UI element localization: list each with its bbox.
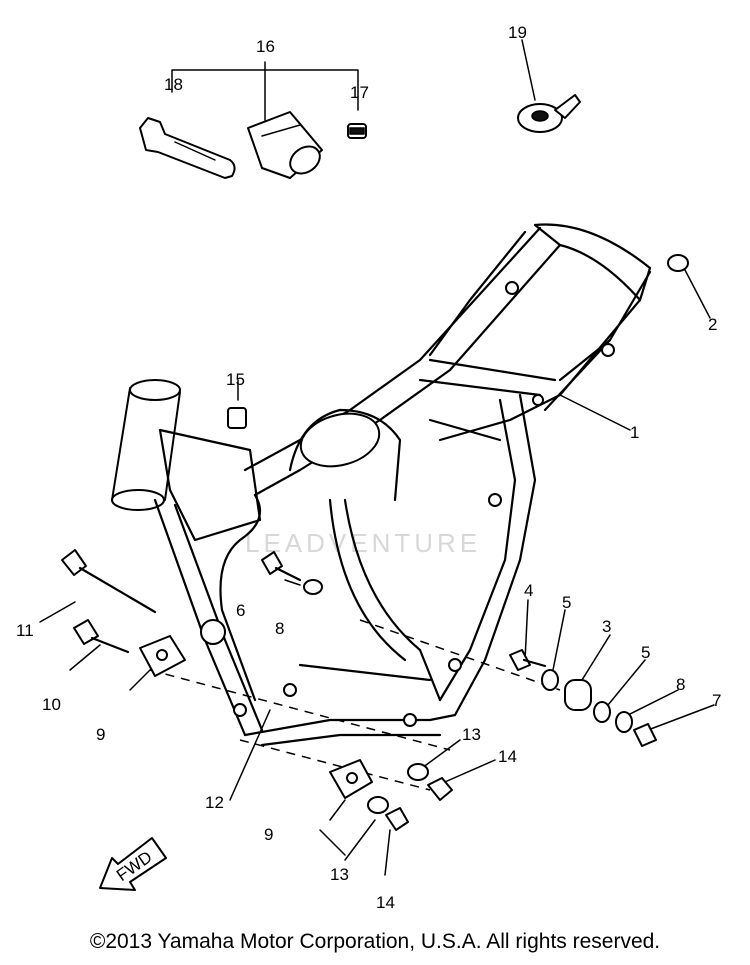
callout-16: 16 (256, 37, 275, 56)
callout-14b: 14 (376, 893, 395, 912)
bolt-icon (73, 619, 130, 654)
callout-5: 5 (562, 593, 571, 612)
callout-12: 12 (205, 793, 224, 812)
callout-9: 9 (96, 725, 105, 744)
callout-18: 18 (164, 75, 183, 94)
callout-13b: 13 (330, 865, 349, 884)
bolt-icon (261, 551, 302, 582)
callout-17: 17 (350, 83, 369, 102)
callout-4: 4 (524, 581, 533, 600)
clip-bracket-icon (517, 39, 581, 133)
callout-11: 11 (16, 621, 34, 640)
long-bolt-icon (61, 549, 157, 614)
watermark-text: LEADVENTURE (245, 528, 481, 558)
callout-6: 6 (236, 601, 245, 620)
leader-lines (39, 269, 715, 876)
callout-9b: 9 (264, 825, 273, 844)
tool-kit-group (139, 61, 367, 179)
copyright-notice: ©2013 Yamaha Motor Corporation, U.S.A. A… (89, 930, 661, 953)
wrench-icon (139, 117, 236, 179)
hardware-parts (61, 254, 689, 831)
tool-bag-icon (247, 111, 323, 179)
callout-8b: 8 (676, 675, 685, 694)
callout-2: 2 (708, 315, 717, 334)
callout-5b: 5 (641, 643, 650, 662)
callout-13: 13 (462, 725, 481, 744)
fwd-arrow-icon: FWD (99, 837, 167, 891)
callout-7: 7 (712, 691, 721, 710)
nut-icon (347, 123, 367, 139)
callout-1: 1 (630, 423, 639, 442)
callout-labels: 1 2 3 4 5 5 6 7 8 8 9 9 10 11 12 13 13 1… (16, 23, 721, 912)
callout-10: 10 (42, 695, 61, 714)
callout-19: 19 (508, 23, 527, 42)
callout-3: 3 (602, 617, 611, 636)
motorcycle-frame (111, 223, 652, 747)
callout-8: 8 (275, 619, 284, 638)
callout-15: 15 (226, 370, 245, 389)
callout-14: 14 (498, 747, 517, 766)
